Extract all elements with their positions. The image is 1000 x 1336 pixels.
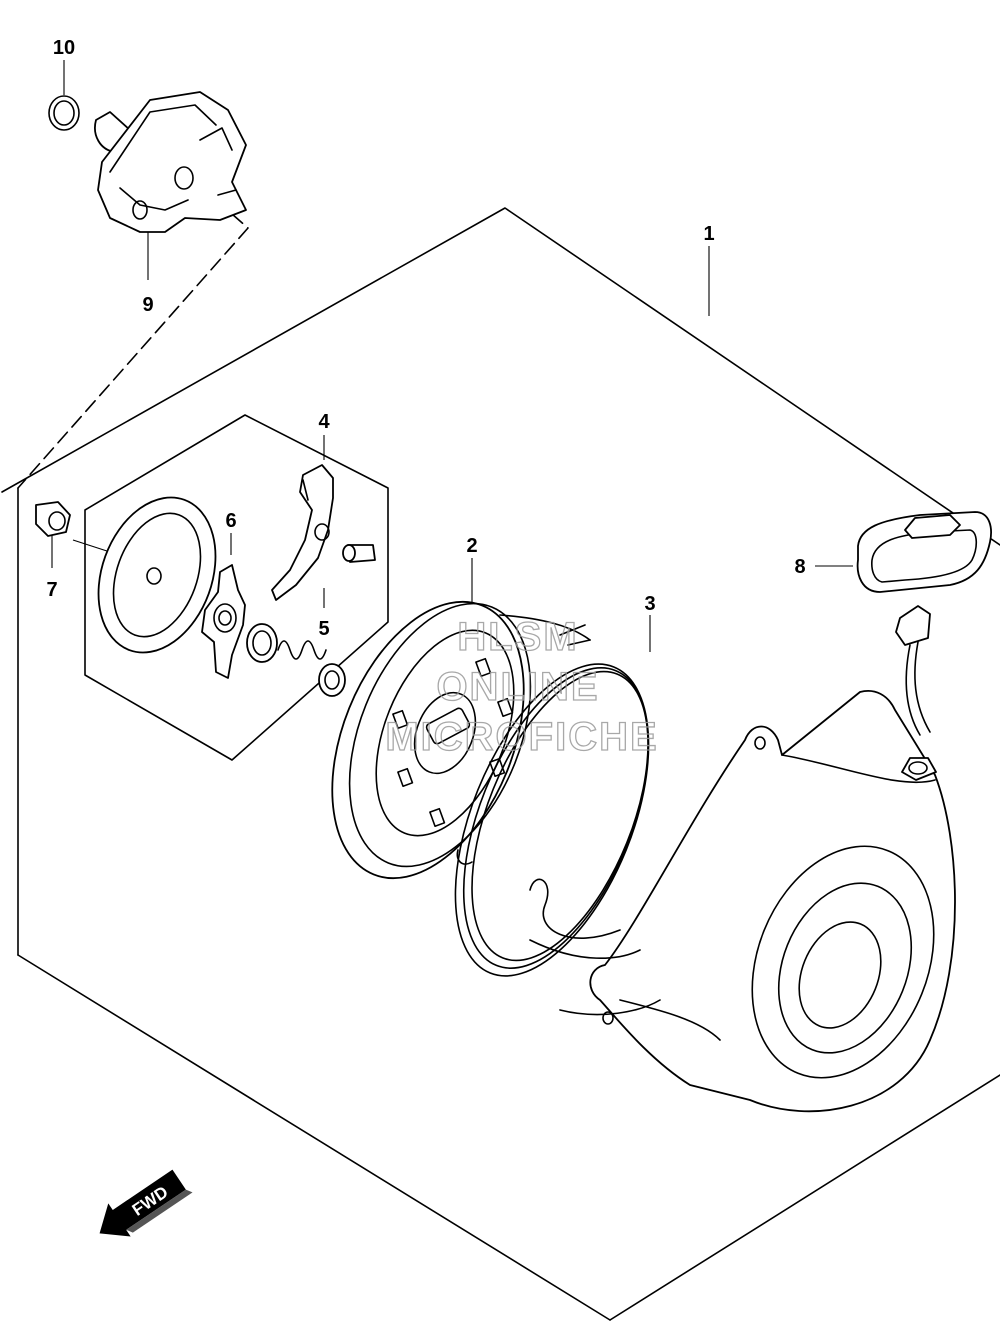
part-7-bolt <box>35 501 71 537</box>
part-8-handle <box>856 511 992 781</box>
callout-6: 6 <box>225 510 236 532</box>
part-3-spring <box>454 663 650 977</box>
assembly-outline-right <box>609 1074 1000 1321</box>
part-6-guide <box>201 564 246 679</box>
subassembly-outline-4 <box>84 414 389 761</box>
svg-text:HLSM: HLSM <box>457 615 578 659</box>
callout-7: 7 <box>46 579 57 601</box>
svg-text:ONLINE: ONLINE <box>436 665 599 709</box>
assembly-outline-1 <box>1 207 1000 546</box>
callout-2: 2 <box>466 535 477 557</box>
part-2-reel <box>331 600 591 880</box>
callout-9: 9 <box>142 294 153 316</box>
pawl-pin <box>342 544 376 563</box>
callout-8: 8 <box>794 556 805 578</box>
forward-arrow-icon: FWD <box>99 1169 193 1237</box>
connector-9 <box>17 213 249 489</box>
callout-10: 10 <box>53 37 75 59</box>
leader-lines <box>51 60 853 652</box>
part-10-o-ring <box>48 95 80 131</box>
watermark: HLSM ONLINE MICROFICHE <box>385 614 658 759</box>
part-9-ratchet <box>94 91 247 233</box>
starter-case <box>529 690 956 1113</box>
svg-text:MICROFICHE: MICROFICHE <box>385 715 658 759</box>
part-4-pawl <box>271 464 334 601</box>
callout-5: 5 <box>318 618 329 640</box>
reel-spokes <box>392 657 514 828</box>
assembly-outline-bottom <box>17 954 611 1321</box>
callout-4: 4 <box>318 411 330 433</box>
friction-plate <box>97 496 217 654</box>
callout-1: 1 <box>703 223 714 245</box>
part-5-spring <box>246 623 346 697</box>
callout-3: 3 <box>644 593 655 615</box>
